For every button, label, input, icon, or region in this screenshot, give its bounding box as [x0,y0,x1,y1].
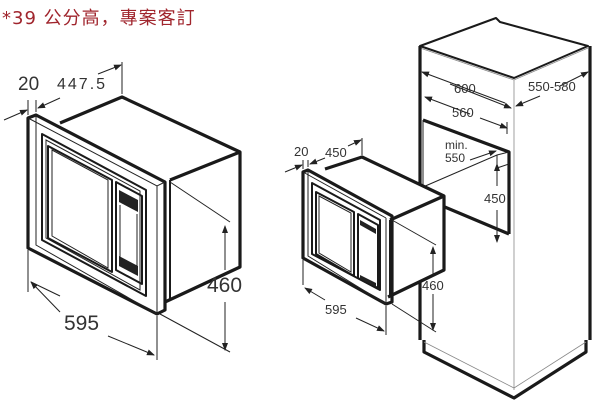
right-body-depth-label: 450 [325,145,347,160]
left-frame-depth-label: 20 [18,74,39,95]
left-body-depth-label: 447.5 [57,76,107,93]
min-label: min. [445,138,468,152]
right-width-label: 595 [325,302,347,317]
cabinet-depth-label: 550-580 [528,79,576,94]
left-microwave: 20 447.5 595 460 [3,62,242,360]
right-height-label: 460 [422,278,444,293]
cabinet-outer-width-label: 600 [454,81,476,96]
right-frame-depth-label: 20 [294,144,308,159]
tall-cabinet: 600 550-580 560 min. 550 450 [418,17,592,400]
niche-height-label: 450 [484,191,506,206]
left-height-label: 460 [207,274,242,297]
left-width-label: 595 [64,312,99,335]
cabinet-min-depth-label: 550 [445,151,465,165]
custom-height-note: *39 公分高，專案客訂 [2,8,196,29]
cabinet-inner-width-label: 560 [452,105,474,120]
right-microwave: 20 450 595 460 [284,138,446,335]
